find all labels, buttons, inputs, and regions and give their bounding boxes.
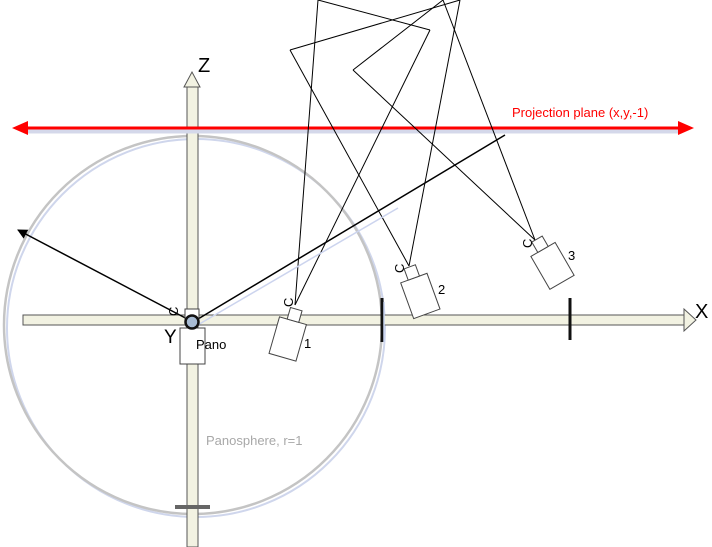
camera-2-label: 2 bbox=[438, 282, 445, 297]
pano-origin-marker bbox=[184, 314, 200, 330]
ray-to-projection-plane bbox=[192, 134, 506, 327]
camera-3 bbox=[530, 235, 575, 291]
pano-label: Pano bbox=[196, 337, 226, 352]
ray-to-panosphere bbox=[17, 229, 194, 323]
panosphere-label: Panosphere, r=1 bbox=[206, 433, 302, 448]
camera-3-label: 3 bbox=[568, 248, 575, 263]
x-axis-label: X bbox=[695, 301, 708, 323]
pano-lens-label: C bbox=[166, 307, 181, 316]
camera-2 bbox=[400, 264, 441, 320]
camera-2-lens-label: C bbox=[392, 264, 407, 273]
projection-plane-arrow bbox=[12, 121, 694, 135]
x-axis bbox=[22, 298, 697, 342]
camera-frustums bbox=[289, 0, 536, 306]
y-axis-label: Y bbox=[164, 327, 177, 348]
camera-3-lens-label: C bbox=[520, 239, 535, 248]
camera-1 bbox=[268, 306, 308, 362]
camera-1-label: 1 bbox=[304, 336, 311, 351]
projection-plane-label: Projection plane (x,y,-1) bbox=[512, 105, 648, 120]
camera-1-lens-label: C bbox=[281, 298, 296, 307]
pano-camera: C bbox=[166, 307, 206, 365]
z-axis-label: Z bbox=[198, 55, 210, 77]
